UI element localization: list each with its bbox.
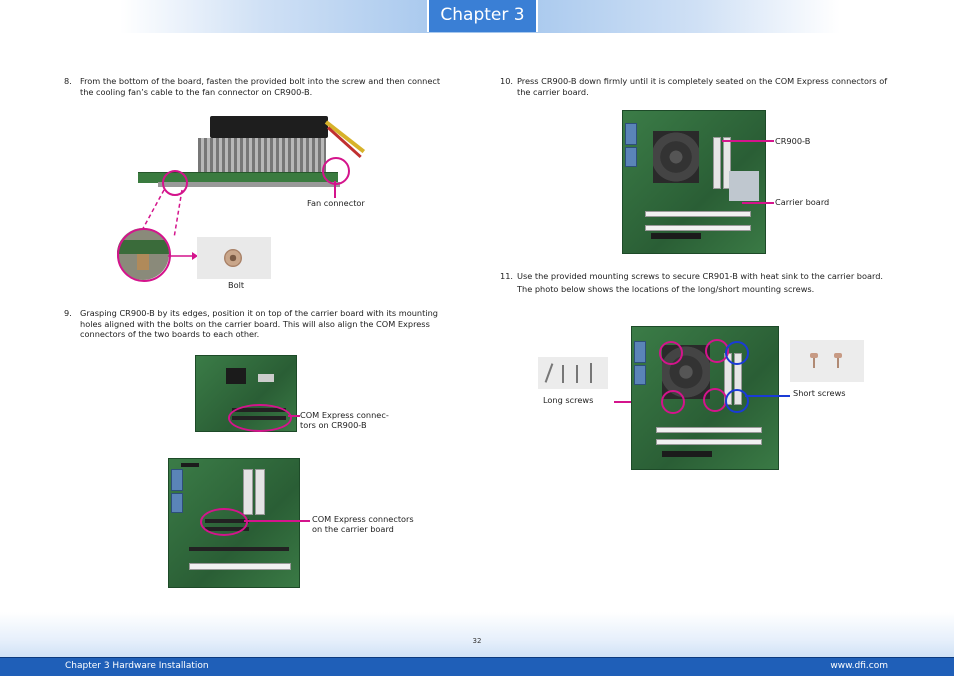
fan-connector-leader bbox=[334, 181, 336, 198]
long-screws-photo bbox=[538, 357, 608, 389]
zoom-guide-lines bbox=[139, 189, 183, 239]
short-screws-photo bbox=[790, 340, 864, 382]
fan-connector-callout bbox=[322, 157, 350, 185]
step-9-text: Grasping CR900-B by its edges, position … bbox=[80, 308, 438, 339]
page-number: 32 bbox=[472, 637, 482, 645]
long-screw-callout-4 bbox=[703, 388, 727, 412]
short-screw-callout-1 bbox=[725, 341, 749, 365]
carrier-board-label: Carrier board bbox=[775, 197, 830, 207]
carrier-board-photo-step9 bbox=[168, 458, 300, 588]
fan-connector-label: Fan connector bbox=[307, 198, 365, 208]
long-screw-callout-1 bbox=[659, 341, 683, 365]
footer-website-link[interactable]: www.dfi.com bbox=[830, 661, 888, 671]
bolt-arrow bbox=[168, 252, 198, 260]
step-10-number: 10. bbox=[500, 76, 514, 86]
cr900b-label: CR900-B bbox=[775, 136, 811, 146]
step-11-text-line2: The photo below shows the locations of t… bbox=[517, 284, 815, 294]
carrier-board-leader bbox=[742, 202, 774, 204]
step-9-number: 9. bbox=[64, 308, 72, 318]
bolt-label: Bolt bbox=[228, 280, 245, 290]
chapter-tab: Chapter 3 bbox=[427, 0, 538, 32]
com-carrier-label-line1: COM Express connectors bbox=[312, 514, 414, 524]
com-cr900b-label-line1: COM Express connec- bbox=[300, 410, 389, 420]
com-cr900b-callout bbox=[228, 404, 292, 432]
step-8-number: 8. bbox=[64, 76, 72, 86]
com-cr900b-leader bbox=[288, 415, 300, 417]
com-cr900b-label-line2: tors on CR900-B bbox=[300, 420, 367, 430]
long-screws-label: Long screws bbox=[543, 395, 594, 405]
bolt-location-callout bbox=[162, 170, 188, 196]
footer-bar bbox=[0, 657, 954, 676]
step-11-text-line1: Use the provided mounting screws to secu… bbox=[517, 271, 884, 281]
step-11-number: 11. bbox=[500, 271, 514, 281]
step-10-text: Press CR900-B down firmly until it is co… bbox=[517, 76, 888, 97]
short-screws-label: Short screws bbox=[793, 388, 846, 398]
short-screw-callout-2 bbox=[725, 389, 749, 413]
step-8-text: From the bottom of the board, fasten the… bbox=[80, 76, 441, 97]
com-carrier-leader bbox=[244, 520, 310, 522]
bolt-photo bbox=[197, 237, 271, 279]
footer-chapter-title: Chapter 3 Hardware Installation bbox=[65, 661, 209, 671]
com-carrier-callout bbox=[200, 508, 248, 536]
cr900b-leader bbox=[722, 140, 774, 142]
long-screw-callout-3 bbox=[661, 390, 685, 414]
footer-glow bbox=[0, 612, 954, 658]
bolt-zoom-callout bbox=[117, 228, 171, 282]
com-carrier-label-line2: on the carrier board bbox=[312, 524, 394, 534]
assembled-board-photo bbox=[622, 110, 766, 254]
short-screws-leader bbox=[745, 395, 790, 397]
cooler-side-photo bbox=[138, 108, 376, 193]
